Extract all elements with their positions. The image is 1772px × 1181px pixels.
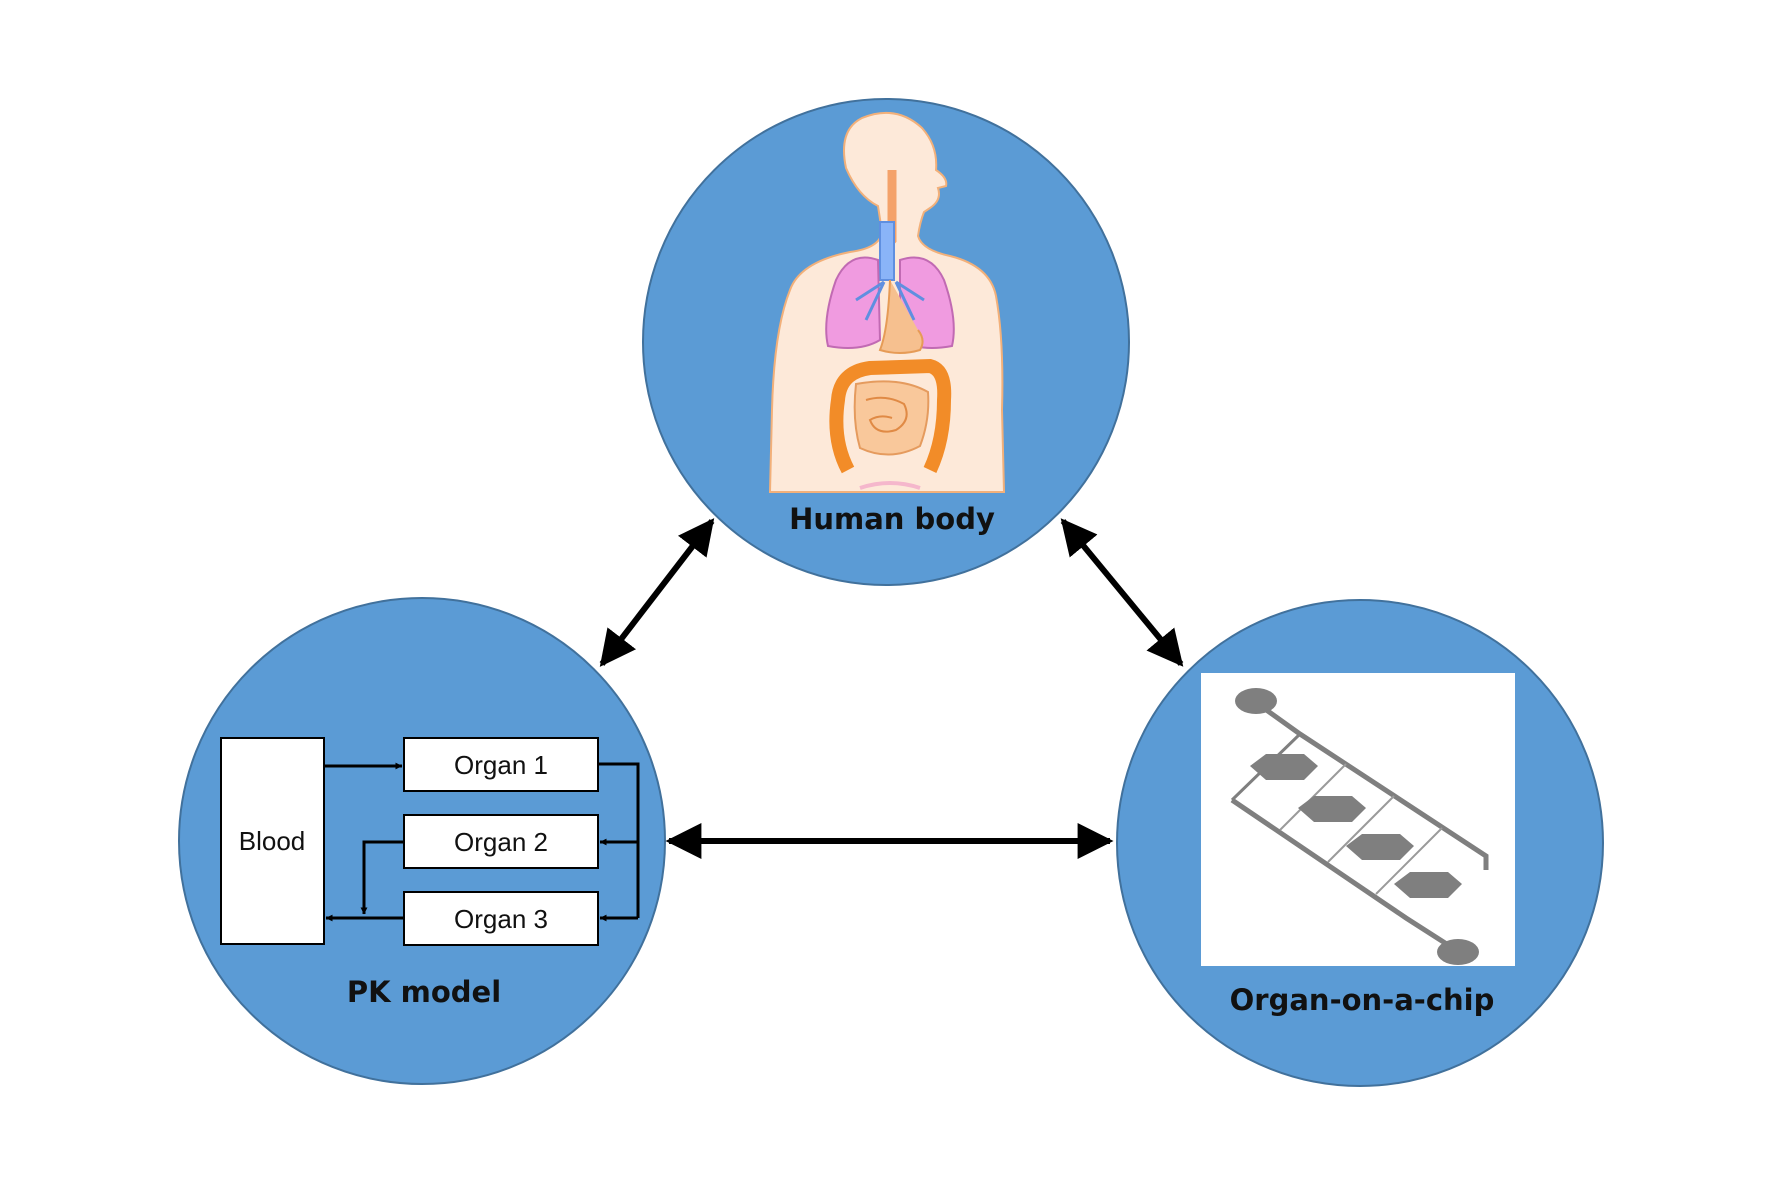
- blood-box: [220, 737, 325, 945]
- organ-3-label: Organ 3: [454, 904, 548, 934]
- organ-3-box: [403, 891, 599, 946]
- organ-1-label: Organ 1: [454, 750, 548, 780]
- human-body-label: Human body: [789, 502, 995, 536]
- human-body-node: Human body: [642, 98, 1130, 586]
- blood-label: Blood: [239, 826, 306, 856]
- human-anatomy-illustration: [768, 111, 1006, 493]
- organ-2-label: Organ 2: [454, 827, 548, 857]
- pk-model-label: PK model: [347, 975, 501, 1009]
- organ-chip-node: Organ-on-a-chip: [1116, 599, 1604, 1087]
- connection-arrows: [599, 518, 1184, 859]
- organ-2-box: [403, 814, 599, 869]
- chip-image-panel: [1201, 673, 1515, 966]
- arrow-body-pk: [599, 518, 715, 667]
- organ-1-box: [403, 737, 599, 792]
- organ-chip-label: Organ-on-a-chip: [1230, 983, 1495, 1017]
- pk-flow-arrows: [324, 762, 640, 922]
- pk-model-node: Blood Organ 1 Organ 2 Organ 3 PK model: [178, 597, 666, 1085]
- chip-illustration: [1230, 688, 1489, 965]
- arrow-body-chip: [1060, 518, 1184, 667]
